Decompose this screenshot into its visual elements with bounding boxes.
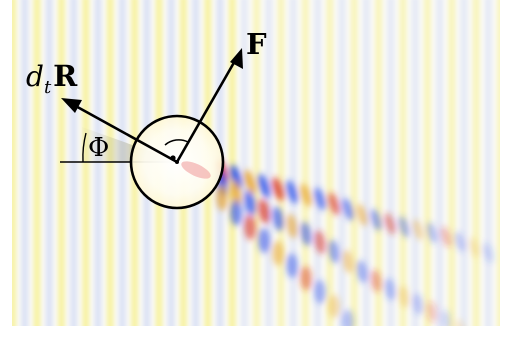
wake-lobe — [342, 250, 354, 274]
wake-lobe — [300, 266, 312, 291]
scattered-wave-wake — [216, 159, 494, 326]
wave-band — [485, 0, 491, 326]
wake-lobe — [230, 200, 242, 226]
wake-lobe — [244, 190, 256, 216]
near-field-blob — [181, 161, 211, 179]
wake-lobe — [230, 180, 242, 207]
wave-band — [498, 0, 500, 326]
wake-lobe — [384, 278, 396, 301]
velocity-label: dtR — [26, 59, 78, 98]
force-arrowhead — [230, 48, 243, 69]
wake-lobe — [286, 213, 298, 239]
wave-band — [254, 0, 260, 326]
wake-lobe — [370, 208, 382, 231]
wake-lobe — [300, 221, 312, 246]
wake-lobe — [230, 164, 242, 190]
wake-lobe — [384, 212, 396, 235]
wave-band — [290, 0, 296, 326]
velocity-label-vector: R — [53, 59, 78, 93]
force-arrow-shaft — [175, 58, 238, 163]
wave-band — [266, 0, 272, 326]
wake-lobe — [328, 239, 340, 264]
angle-label: Φ — [88, 133, 109, 163]
wake-lobe — [314, 187, 326, 211]
wake-lobe — [216, 184, 228, 211]
wake-lobe — [454, 319, 466, 326]
wake-lobe — [370, 269, 382, 293]
wake-lobe — [328, 294, 340, 319]
wake-lobe — [412, 219, 424, 241]
wave-band — [95, 0, 101, 326]
wake-lobe — [482, 242, 494, 263]
force-label: F — [246, 27, 267, 61]
angle-arc — [82, 132, 87, 163]
wave-band — [412, 0, 418, 326]
wave-band — [241, 0, 247, 326]
wave-band — [376, 0, 382, 326]
wave-band — [46, 0, 52, 326]
wave-band — [339, 0, 345, 326]
wake-lobe — [244, 169, 256, 195]
wake-lobe — [426, 301, 438, 323]
wave-band — [34, 0, 40, 326]
wave-band — [449, 0, 455, 326]
wake-lobe — [272, 240, 284, 266]
wake-lobe — [258, 198, 270, 224]
wake-lobe — [412, 293, 424, 315]
wake-lobe — [398, 216, 410, 238]
wave-band — [351, 0, 357, 326]
wake-lobe — [258, 228, 270, 254]
wake-lobe — [342, 309, 354, 326]
velocity-label-subscript: t — [44, 77, 52, 98]
wave-band — [424, 0, 430, 326]
wave-band — [278, 0, 284, 326]
wave-band — [302, 0, 308, 326]
wake-lobe — [286, 180, 298, 204]
wake-lobe — [328, 192, 340, 216]
wake-lobe — [342, 198, 354, 221]
wake-lobe — [258, 173, 270, 198]
velocity-arrowhead — [61, 98, 82, 113]
wake-lobe — [272, 206, 284, 232]
wave-band — [363, 0, 369, 326]
wave-band — [315, 0, 321, 326]
wake-lobe — [314, 279, 326, 304]
wake-lobe — [398, 285, 410, 308]
wave-band — [473, 0, 479, 326]
wake-lobe — [426, 222, 438, 244]
wave-band — [107, 0, 113, 326]
right-angle-arc — [164, 139, 189, 146]
wave-band — [58, 0, 64, 326]
wave-band — [388, 0, 394, 326]
wave-band — [437, 0, 443, 326]
wake-lobe — [440, 309, 452, 326]
incident-plane-waves — [12, 0, 500, 326]
wake-lobe — [356, 260, 368, 283]
wave-band — [71, 0, 77, 326]
wake-lobe — [300, 183, 312, 207]
wake-lobe — [272, 177, 284, 201]
velocity-arrow-shaft — [71, 102, 178, 164]
wave-band — [461, 0, 467, 326]
wake-lobe — [454, 231, 466, 252]
velocity-label-d: d — [26, 60, 44, 93]
wave-band — [83, 0, 89, 326]
wake-lobe — [440, 226, 452, 247]
wave-band — [400, 0, 406, 326]
wake-lobe — [314, 230, 326, 254]
wave-band — [12, 0, 16, 326]
wave-band — [22, 0, 28, 326]
wake-lobe — [468, 237, 480, 258]
wave-band — [229, 0, 235, 326]
wake-lobe — [244, 214, 256, 240]
wake-lobe — [286, 253, 298, 278]
wave-band — [119, 0, 125, 326]
wake-lobe — [356, 203, 368, 226]
wave-band — [327, 0, 333, 326]
